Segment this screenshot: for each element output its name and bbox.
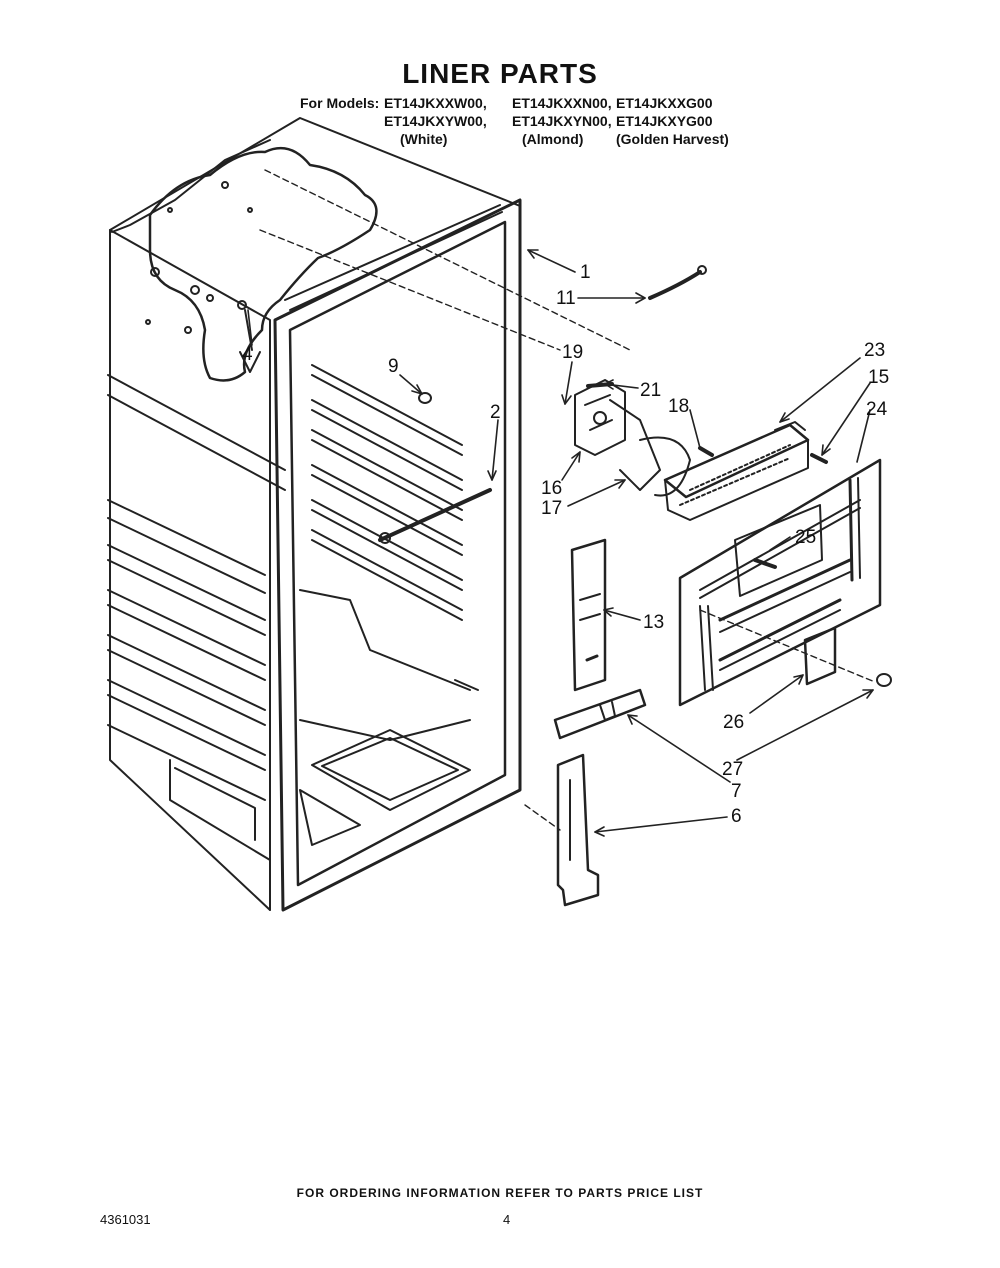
callout-24: 24 (866, 399, 888, 420)
model-number: ET14JKXYW00, (384, 113, 487, 129)
small-parts (418, 265, 892, 907)
callout-27: 27 (722, 759, 743, 780)
page-title: LINER PARTS (402, 58, 598, 89)
model-number: ET14JKXYN00, (512, 113, 612, 129)
callout-9: 9 (388, 356, 399, 377)
callout-25: 25 (795, 527, 816, 548)
color-label: (White) (400, 131, 448, 147)
document-number: 4361031 (100, 1212, 151, 1227)
ordering-note: FOR ORDERING INFORMATION REFER TO PARTS … (296, 1186, 704, 1200)
callout-13: 13 (643, 612, 664, 633)
callout-15: 15 (868, 367, 889, 388)
callout-11: 11 (556, 288, 576, 309)
callout-2: 2 (490, 402, 501, 423)
models-block: For Models:ET14JKXXW00,ET14JKXXN00,ET14J… (300, 94, 729, 148)
model-number: ET14JKXXW00, (384, 95, 487, 111)
cabinet-shell (107, 117, 521, 911)
callout-4: 4 (242, 344, 253, 365)
callout-21: 21 (640, 380, 661, 401)
callout-1: 1 (580, 262, 591, 283)
color-label: (Almond) (522, 131, 584, 147)
model-number: ET14JKXYG00 (616, 113, 713, 129)
callout-labels: 1 11 2 4 9 19 21 18 16 17 23 15 24 25 13… (242, 262, 889, 827)
color-label: (Golden Harvest) (616, 131, 729, 147)
models-label: For Models: (300, 95, 380, 111)
callout-19: 19 (562, 342, 583, 363)
model-number: ET14JKXXN00, (512, 95, 612, 111)
page-number: 4 (503, 1212, 511, 1227)
callout-7: 7 (731, 781, 742, 802)
callout-18: 18 (668, 396, 689, 417)
callout-6: 6 (731, 806, 742, 827)
model-number: ET14JKXXG00 (616, 95, 713, 111)
callout-17: 17 (541, 498, 562, 519)
liner-frame (259, 169, 631, 912)
leader-lines (247, 249, 874, 837)
callout-26: 26 (723, 712, 744, 733)
callout-16: 16 (541, 478, 562, 499)
callout-23: 23 (864, 340, 885, 361)
